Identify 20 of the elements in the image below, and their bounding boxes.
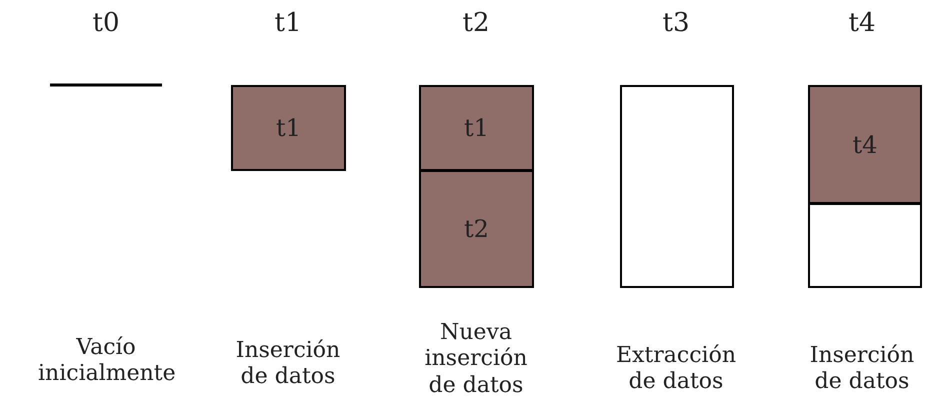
step-caption: Inserción de datos bbox=[234, 338, 342, 391]
stack-element-box bbox=[419, 85, 534, 171]
element-label: t2 bbox=[464, 215, 489, 243]
stack-element-box bbox=[419, 170, 534, 288]
element-label: t1 bbox=[464, 114, 489, 142]
time-heading: t2 bbox=[462, 8, 490, 38]
empty-stack-box bbox=[808, 203, 922, 288]
element-label: t1 bbox=[276, 114, 301, 142]
time-heading: t1 bbox=[274, 8, 302, 38]
step-caption: Extracción de datos bbox=[614, 343, 738, 396]
time-heading: t4 bbox=[848, 8, 876, 38]
step-caption: Nueva inserción de datos bbox=[424, 320, 528, 400]
element-label: t4 bbox=[852, 130, 878, 158]
empty-stack-box bbox=[620, 85, 734, 288]
stack-element-box bbox=[808, 85, 922, 204]
step-caption: Vacío inicialmente bbox=[38, 335, 174, 388]
step-caption: Inserción de datos bbox=[808, 343, 916, 396]
time-heading: t0 bbox=[92, 8, 120, 38]
stack-element-box bbox=[231, 85, 346, 171]
time-heading: t3 bbox=[662, 8, 690, 38]
